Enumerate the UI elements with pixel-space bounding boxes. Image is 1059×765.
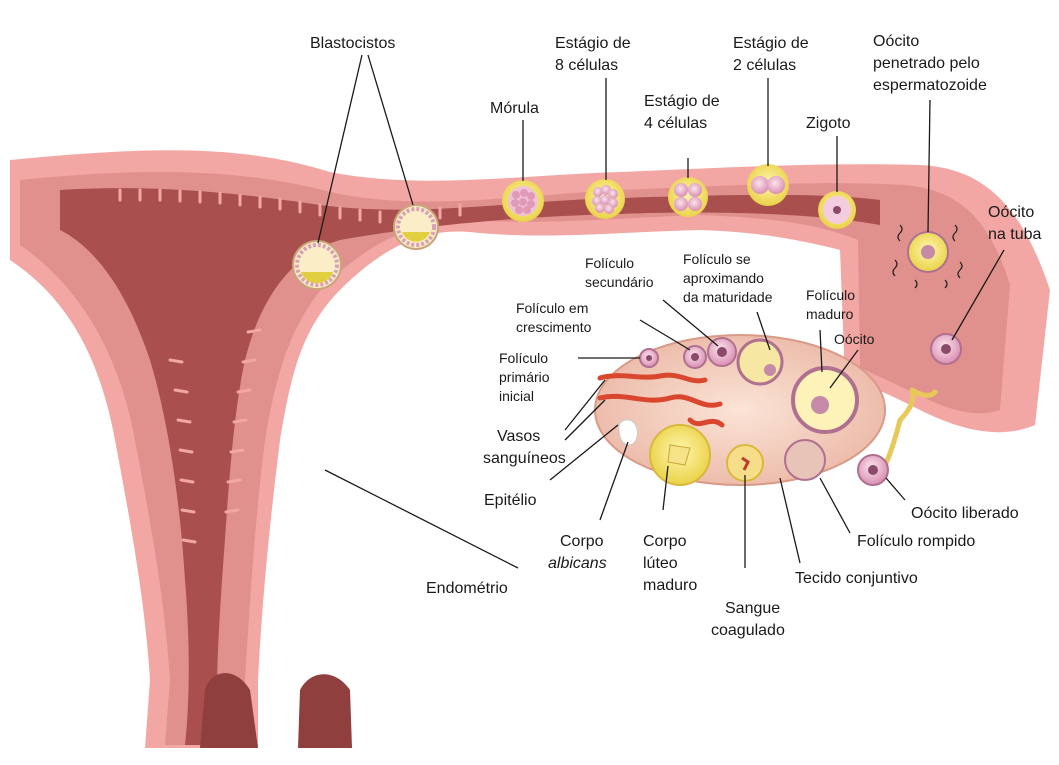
label-foliculo-maturidade-line3: da maturidade bbox=[683, 289, 773, 305]
label-foliculo-primario-line3: inicial bbox=[499, 388, 534, 404]
label-epitelio: Epitélio bbox=[484, 492, 537, 509]
cervix-right bbox=[298, 674, 352, 748]
maturing-follicle bbox=[738, 340, 782, 384]
two-cell-stage bbox=[747, 164, 789, 206]
growing-follicle bbox=[684, 346, 706, 368]
label-oocito: Oócito bbox=[834, 331, 875, 347]
ruptured-follicle bbox=[785, 440, 825, 480]
label-foliculo-maduro-line2: maduro bbox=[806, 306, 854, 322]
label-foliculo-primario-line2: primário bbox=[499, 369, 550, 385]
mature-follicle bbox=[793, 368, 857, 432]
label-estagio2-line2: 2 células bbox=[733, 57, 796, 74]
label-estagio2-line1: Estágio de bbox=[733, 35, 809, 52]
label-morula: Mórula bbox=[490, 100, 539, 117]
blastocyst-2 bbox=[293, 241, 341, 289]
secondary-follicle bbox=[708, 338, 736, 366]
label-foliculo-crescimento-line2: crescimento bbox=[516, 319, 592, 335]
released-oocyte bbox=[858, 455, 888, 485]
label-foliculo-maturidade-line1: Folículo se bbox=[683, 251, 751, 267]
label-corpo-albicans-line1: Corpo bbox=[560, 533, 604, 550]
label-tecido-conjuntivo: Tecido conjuntivo bbox=[795, 570, 918, 587]
label-foliculo-maduro-line1: Folículo bbox=[806, 287, 855, 303]
label-endometrio: Endométrio bbox=[426, 580, 508, 597]
zygote bbox=[818, 191, 856, 229]
label-corpo-albicans-line2: albicans bbox=[548, 555, 607, 572]
label-vasos-line2: sanguíneos bbox=[483, 450, 566, 467]
label-foliculo-secundario-line2: secundário bbox=[585, 274, 654, 290]
label-corpo-luteo-line1: Corpo bbox=[643, 533, 687, 550]
label-vasos-line1: Vasos bbox=[497, 428, 540, 445]
label-oocito-tuba-line2: na tuba bbox=[988, 226, 1041, 243]
label-foliculo-secundario-line1: Folículo bbox=[585, 255, 634, 271]
label-oocito-penetrado-line2: penetrado pelo bbox=[873, 55, 980, 72]
four-cell-stage bbox=[668, 177, 708, 217]
blastocyst-1 bbox=[394, 205, 438, 249]
label-corpo-luteo-line2: lúteo bbox=[643, 555, 678, 572]
label-oocito-penetrado-line1: Oócito bbox=[873, 33, 919, 50]
label-estagio4-line2: 4 células bbox=[644, 115, 707, 132]
label-sangue-line2: coagulado bbox=[711, 622, 785, 639]
label-estagio4-line1: Estágio de bbox=[644, 93, 720, 110]
label-oocito-penetrado-line3: espermatozoide bbox=[873, 77, 987, 94]
label-oocito-tuba-line1: Oócito bbox=[988, 204, 1034, 221]
label-sangue-line1: Sangue bbox=[725, 600, 780, 617]
corpus-luteum bbox=[650, 425, 710, 485]
label-foliculo-rompido: Folículo rompido bbox=[857, 533, 975, 550]
label-oocito-liberado: Oócito liberado bbox=[911, 505, 1019, 522]
eight-cell-stage bbox=[585, 179, 625, 219]
label-foliculo-maturidade-line2: aproximando bbox=[683, 270, 764, 286]
morula bbox=[502, 180, 544, 222]
label-estagio8-line2: 8 células bbox=[555, 57, 618, 74]
label-estagio8-line1: Estágio de bbox=[555, 35, 631, 52]
primary-follicle bbox=[640, 349, 658, 367]
label-foliculo-crescimento-line1: Folículo em bbox=[516, 300, 588, 316]
label-corpo-luteo-line3: maduro bbox=[643, 577, 697, 594]
label-zigoto: Zigoto bbox=[806, 115, 851, 132]
label-foliculo-primario-line1: Folículo bbox=[499, 350, 548, 366]
label-blastocistos: Blastocistos bbox=[310, 35, 395, 52]
oocyte-in-tube bbox=[931, 334, 961, 364]
corpus-albicans bbox=[619, 420, 638, 445]
